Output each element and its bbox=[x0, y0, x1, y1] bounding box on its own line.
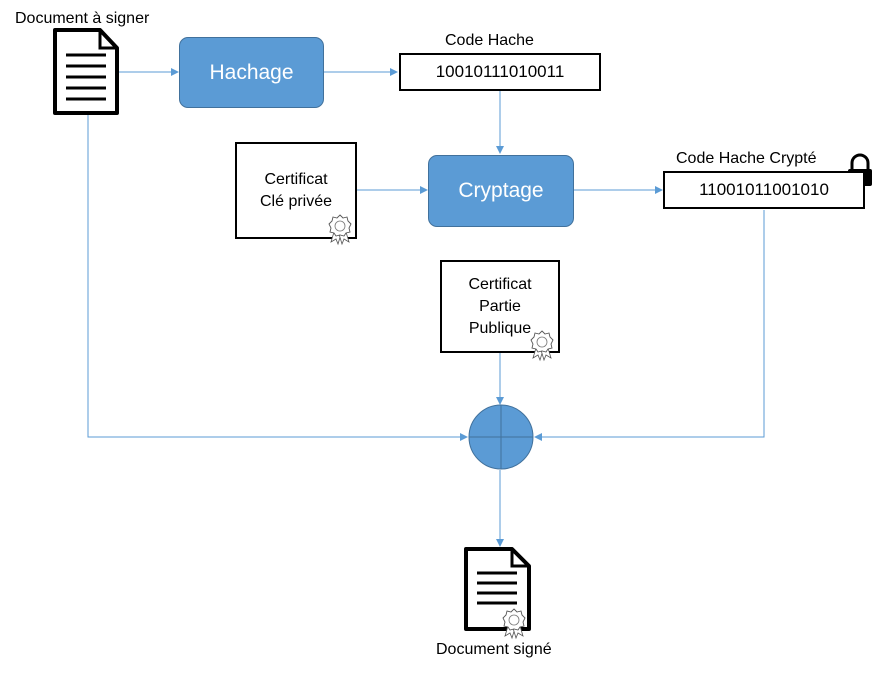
hash-process-label: Hachage bbox=[209, 60, 294, 84]
hash-code-value: 10010111010011 bbox=[435, 62, 565, 81]
public-certificate-box: Certificat Partie Publique bbox=[440, 260, 560, 353]
signed-document-label: Document signé bbox=[436, 641, 552, 658]
encrypted-code-box: 11001011001010 bbox=[663, 171, 865, 209]
hash-code-title: Code Hache bbox=[445, 32, 534, 49]
private-cert-line1: Certificat bbox=[264, 170, 328, 188]
encrypted-code-value: 11001011001010 bbox=[699, 180, 829, 199]
arrow-doc-to-merge bbox=[87, 114, 468, 441]
document-to-sign-label: Document à signer bbox=[15, 10, 150, 27]
connectors bbox=[87, 68, 765, 547]
merge-circle bbox=[468, 404, 534, 470]
private-certificate-box: Certificat Clé privée bbox=[235, 142, 357, 239]
public-cert-line3: Publique bbox=[468, 319, 532, 337]
public-cert-line1: Certificat bbox=[468, 275, 532, 293]
signed-document-icon bbox=[464, 547, 531, 639]
public-cert-line2: Partie bbox=[479, 297, 521, 315]
document-icon bbox=[53, 28, 119, 115]
private-cert-line2: Clé privée bbox=[259, 192, 333, 210]
hash-process-box: Hachage bbox=[179, 37, 324, 108]
arrow-crypted-to-merge bbox=[534, 210, 765, 441]
encrypt-process-label: Cryptage bbox=[458, 179, 544, 202]
encrypted-code-title: Code Hache Crypté bbox=[676, 150, 817, 167]
encrypt-process-box: Cryptage bbox=[428, 155, 574, 227]
hash-code-box: 10010111010011 bbox=[399, 53, 601, 91]
